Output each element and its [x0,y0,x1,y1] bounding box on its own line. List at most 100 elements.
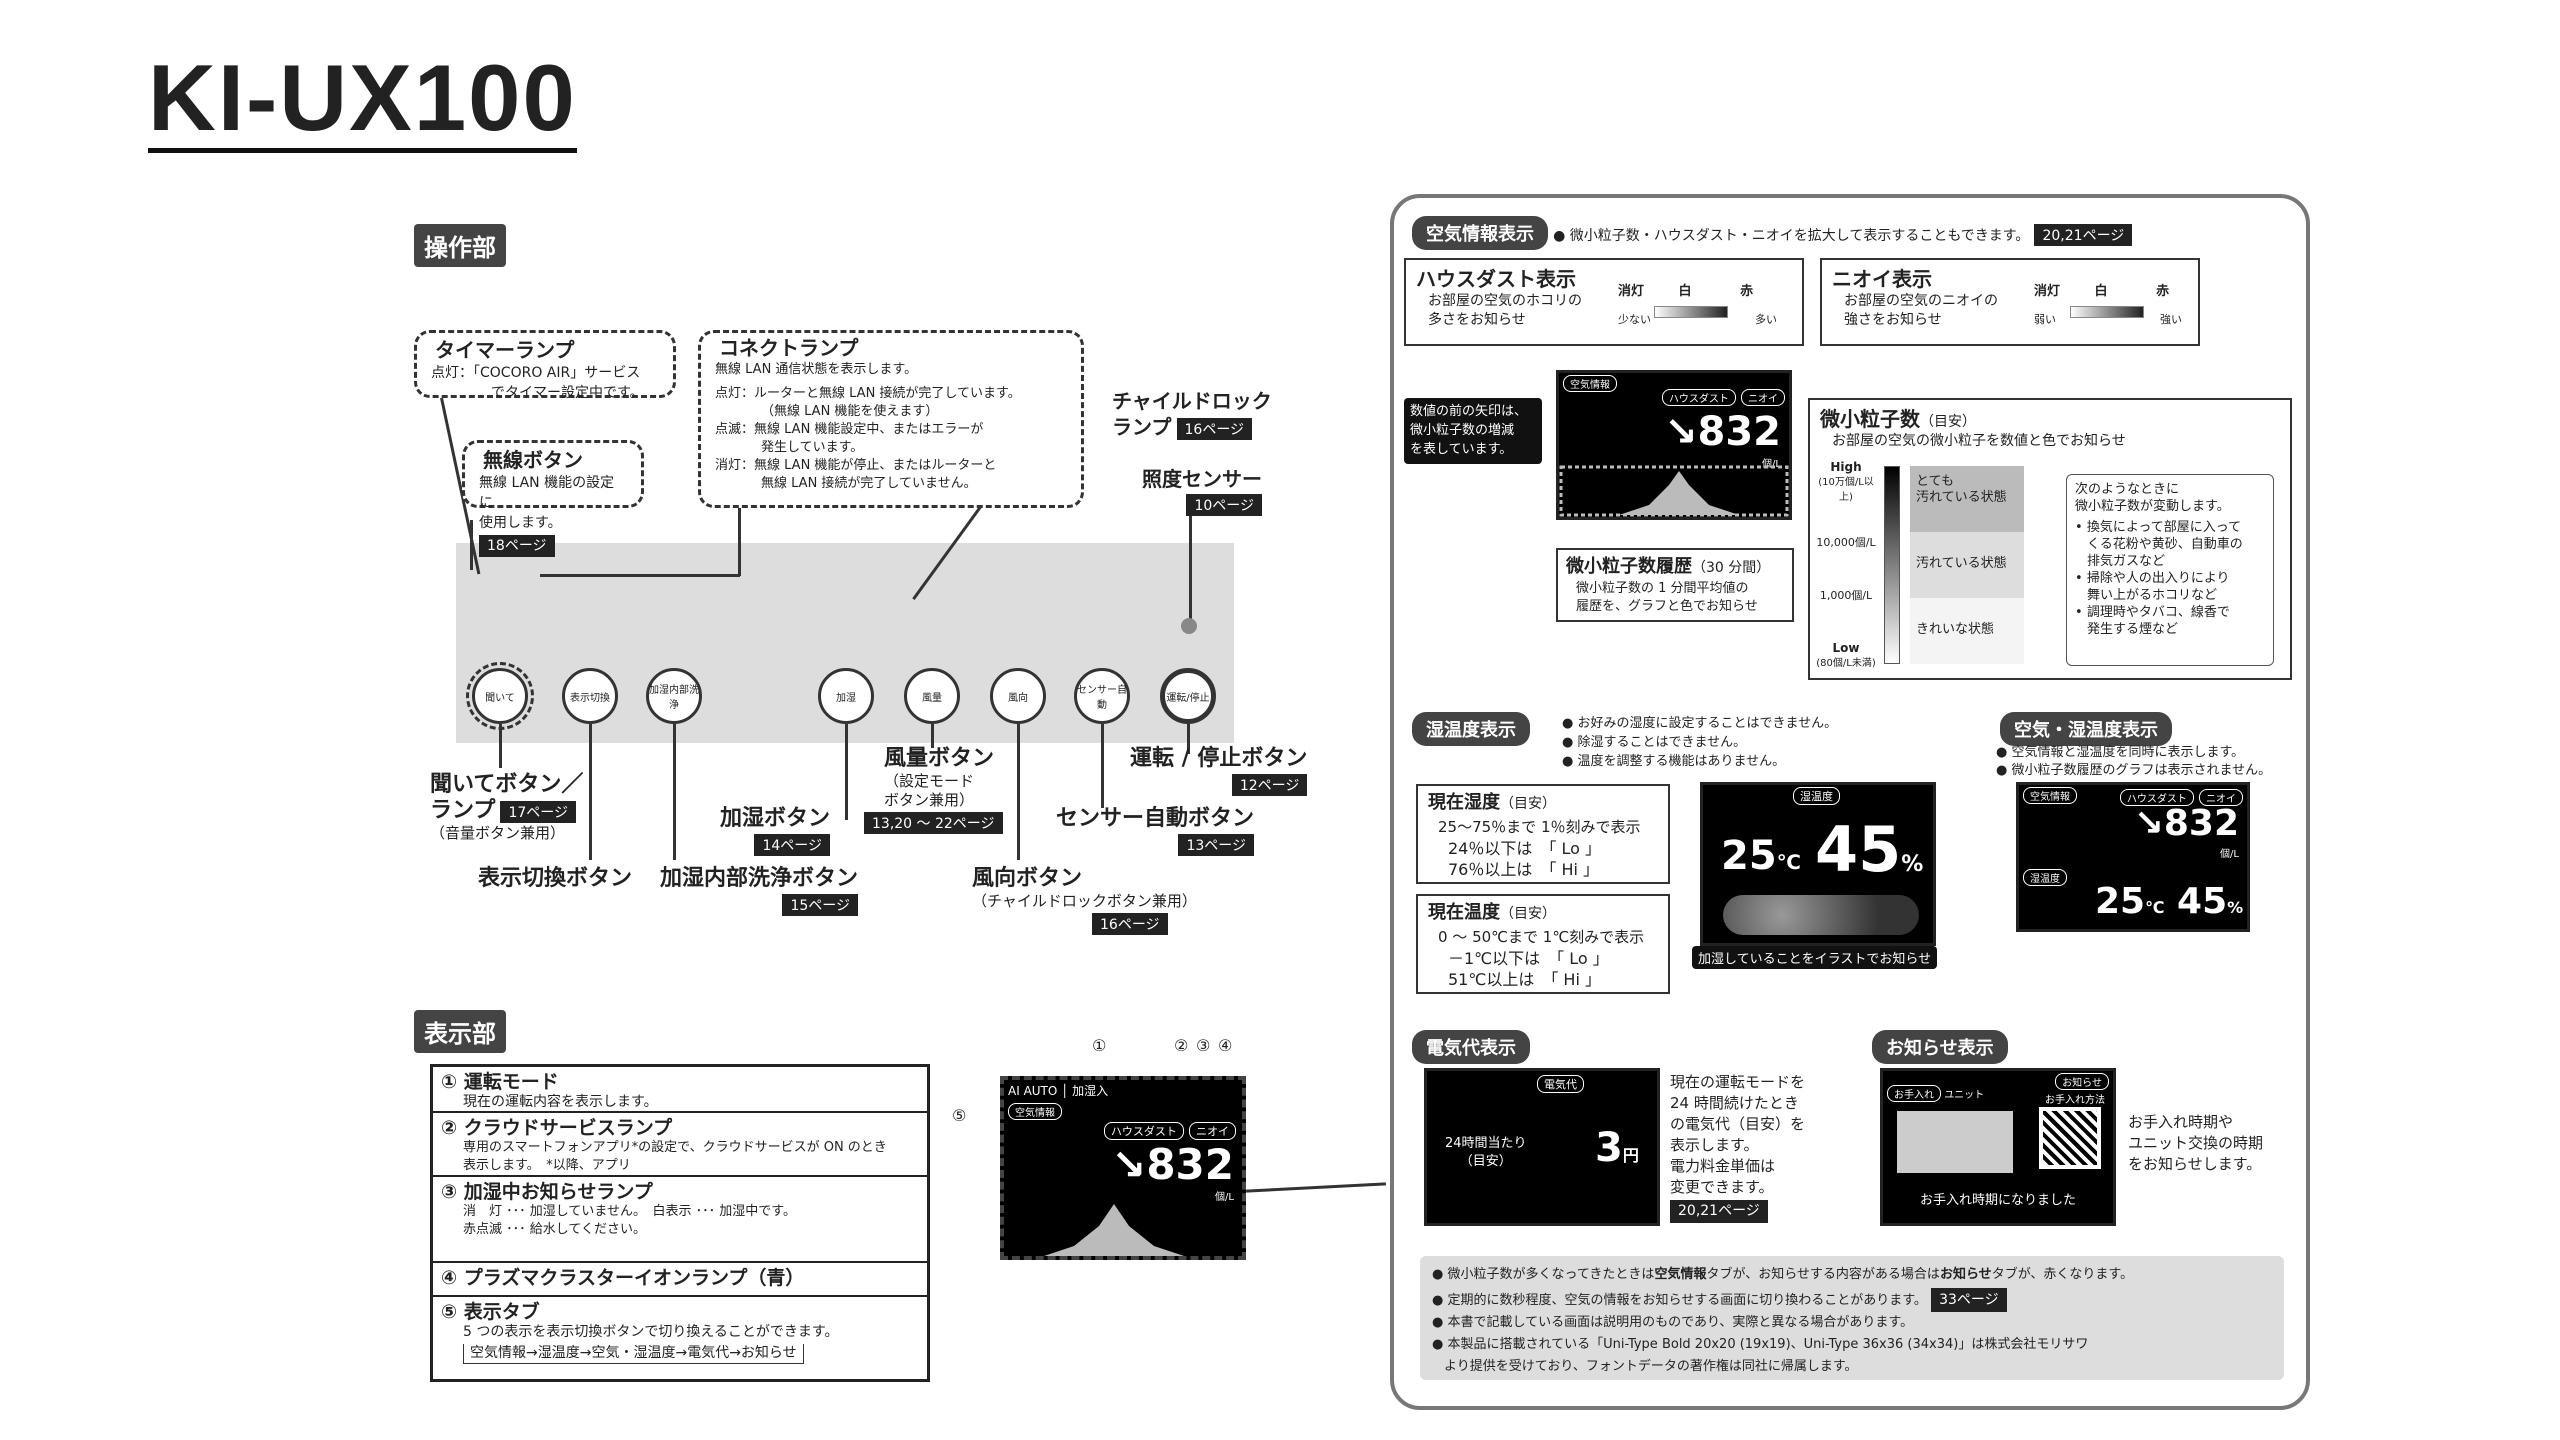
scale-few: 少ない [1618,313,1651,326]
house-dust-desc-1: お部屋の空気のホコリの [1428,293,1582,309]
house-dust-title: ハウスダスト表示 [1416,267,1576,291]
timer-lamp-desc-1: 点灯：「COCORO AIR」サービス [431,365,641,381]
mode-readout: AI AUTO │ 加湿入 [1004,1080,1242,1101]
fluct-bullet-3b: 発生する煙など [2087,622,2179,637]
sensor-auto-button[interactable]: センサー自動 [1074,668,1130,724]
wireless-button-callout: 無線ボタン 無線 LAN 機能の設定に 使用します。 18ページ [462,440,644,557]
odor-desc-1: お部屋の空気のニオイの [1844,293,1998,309]
humidity-readout: 45% [1815,813,1923,886]
elec-desc-2: 24 時間続けたとき [1670,1094,1799,1112]
fluct-bullet-1b: くる花粉や黄砂、自動車の [2087,537,2243,552]
notice-heading: お知らせ表示 [1872,1030,2008,1064]
particle-count-desc: お部屋の空気の微小粒子を数値と色でお知らせ [1832,433,2126,449]
fluct-bullet-2: 掃除や人の出入りにより [2086,571,2230,586]
house-dust-desc-2: 多さをお知らせ [1428,312,1526,328]
qr-code-icon [2039,1107,2101,1169]
power-button[interactable]: 運転/停止 [1160,668,1216,724]
listen-button[interactable]: 聞いて [472,668,528,724]
particle-count-note: （目安） [1920,414,1976,430]
particle-value: ↘832 [1664,409,1781,455]
particle-unit: 個/L [1215,1192,1234,1203]
unit-illustration-icon [1897,1111,2013,1173]
connect-off-2: 無線 LAN 接続が完了していません。 [761,476,977,491]
display-switch-button[interactable]: 表示切換 [562,668,618,724]
legend-row: ② クラウドサービスランプ 専用のスマートフォンアプリ*の設定で、クラウドサービ… [433,1113,927,1177]
humidity-value: 45 [1815,813,1902,886]
down-arrow-icon: ↘ [2133,803,2164,844]
sensor-auto-page-ref: 13ページ [1178,834,1255,856]
child-lock-title-1: チャイルドロック [1112,389,1272,413]
period-label: 24時間当たり（目安） [1445,1135,1527,1171]
connector-line [470,520,473,570]
footer-notes: ● 微小粒子数が多くなってきたときは空気情報タブが、お知らせする内容がある場合は… [1420,1256,2284,1380]
air-hum-heading: 空気・湿温度表示 [2000,712,2172,746]
humidity-desc-3: 76％以上は 「 Hi 」 [1448,860,1600,879]
wind-direction-button[interactable]: 風向 [990,668,1046,724]
notice-desc: お手入れ時期や ユニット交換の時期 をお知らせします。 [2128,1112,2263,1175]
hum-note-1: ● お好みの湿度に設定することはできません。 [1562,716,1838,731]
connector-line [589,724,592,860]
state-clean: きれいな状態 [1910,598,2024,664]
connector-line [1246,1182,1386,1193]
mist-caption: 加湿していることをイラストでお知らせ [1692,946,1938,969]
tag-odor: ニオイ [2199,789,2243,806]
wind-direction-title: 風向ボタン [972,866,1083,891]
history-period: （30 分間） [1692,560,1771,576]
care-method-label: お手入れ方法 [2045,1095,2105,1106]
odor-box: ニオイ表示 お部屋の空気のニオイの 強さをお知らせ 消灯 白 赤 弱い強い [1820,258,2200,346]
scale-strong: 強い [2160,313,2182,326]
listen-button-label: 聞いてボタン／ ランプ 17ページ （音量ボタン兼用） [430,772,583,843]
air-info-heading: 空気情報表示 [1412,216,1548,250]
cost-readout: 3円 [1595,1125,1639,1171]
scale-many: 多い [1755,313,1777,326]
screen-details-panel [1390,194,2310,1410]
tag-row: ハウスダスト ニオイ [1661,387,1785,406]
marker-5: ⑤ [952,1106,967,1125]
scale-white: 白 [1678,284,1692,299]
scale-high-note: (10万個/L以上) [1818,477,1874,503]
odor-title: ニオイ表示 [1832,267,1932,291]
legend-desc: 赤点滅 ･･･ 給水してください。 [463,1222,646,1237]
notice-screen: お手入れ ユニット お知らせ お手入れ方法 お手入れ時期になりました [1880,1068,2116,1226]
hum-temp-heading: 湿温度表示 [1412,712,1530,746]
footer-note-3: ● 本書で記載している画面は説明用のものであり、実際と異なる場合があります。 [1432,1315,1914,1330]
notice-header: お知らせ表示 [1872,1030,2008,1064]
connect-lamp-title: コネクトランプ [715,335,863,361]
fluct-intro-2: 微小粒子数が変動します。 [2075,499,2230,514]
tag-row: ハウスダスト ニオイ [2119,787,2243,806]
history-desc-2: 履歴を、グラフと色でお知らせ [1576,599,1758,614]
note-text: ● 微小粒子数が多くなってきたときは [1432,1267,1655,1282]
fan-speed-button[interactable]: 風量 [904,668,960,724]
tag-house-dust: ハウスダスト [1103,1122,1184,1140]
legend-row: ① 運転モード 現在の運転内容を表示します。 [433,1067,927,1113]
connector-line [931,724,934,748]
humidity-value: 45 [2177,881,2228,922]
timer-lamp-title: タイマーランプ [431,337,579,363]
humidify-button[interactable]: 加湿 [818,668,874,724]
cost-value: 3 [1595,1125,1623,1171]
section-heading-display: 表示部 [414,1010,506,1053]
listen-title-1: 聞いてボタン／ [430,772,584,797]
legend-desc: 5 つの表示を表示切換ボタンで切り換えることができます。 [463,1324,839,1340]
hum-note-3: ● 温度を調整する機能はありません。 [1562,754,1786,769]
legend-row: ③ 加湿中お知らせランプ 消 灯 ･･･ 加湿していません。 白表示 ･･･ 加… [433,1177,927,1263]
scale-off: 消灯 [1618,284,1645,299]
history-graph [1044,1204,1184,1256]
connector-line [845,724,848,820]
footer-note-1: ● 微小粒子数が多くなってきたときは空気情報タブが、お知らせする内容がある場合は… [1432,1264,2272,1286]
power-button-label: 運転 / 停止ボタン 12ページ [1130,746,1308,796]
connector-line [673,724,676,860]
marker-1: ① [1092,1036,1107,1055]
light-sensor-dot [1181,618,1197,634]
temperature-title: 現在温度 [1428,902,1500,923]
display-legend-table: ① 運転モード 現在の運転内容を表示します。 ② クラウドサービスランプ 専用の… [430,1064,930,1382]
notice-tab-row: お手入れ ユニット [1887,1085,1984,1102]
tab-notice: お知らせ [2055,1073,2109,1090]
page-title: KI-UX100 [148,48,577,153]
odor-scale: 消灯 白 赤 弱い強い [2034,280,2194,327]
humidifier-clean-button[interactable]: 加湿内部洗浄 [646,668,702,724]
connect-lamp-callout: コネクトランプ 無線 LAN 通信状態を表示します。 点灯：ルーターと無線 LA… [698,330,1084,508]
notice-desc-2: ユニット交換の時期 [2128,1134,2264,1152]
humidity-note: （目安） [1500,796,1556,812]
timer-lamp-desc-2: でタイマー設定中です。 [491,385,644,401]
